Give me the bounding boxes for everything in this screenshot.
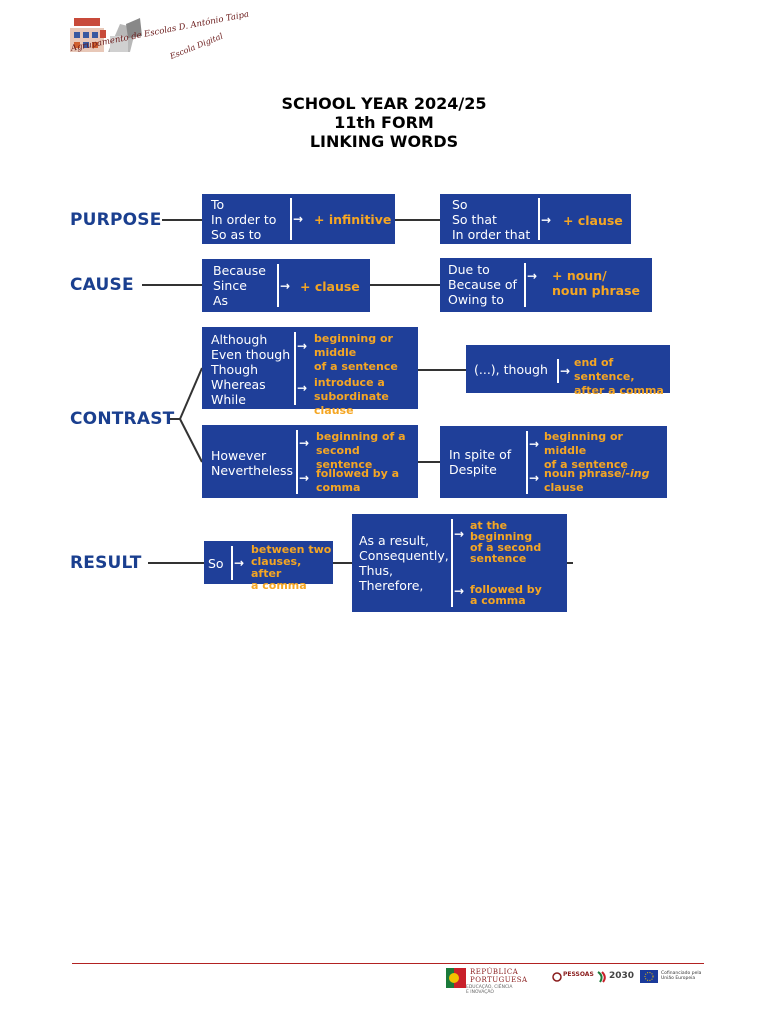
footer-divider (72, 963, 704, 964)
title-school-year: SCHOOL YEAR 2024/25 (281, 94, 487, 113)
republica-subtext: EDUCAÇÃO, CIÊNCIA E INOVAÇÃO (466, 985, 513, 995)
arrow-right-icon: → (541, 213, 552, 227)
arrow-right-icon: → (454, 527, 465, 541)
portugal-2030-text: 2030 (609, 971, 635, 981)
cause-clause-note: + clause (300, 279, 360, 294)
contrast-however-note-comma: followed by a comma (316, 467, 400, 494)
bracket-rule (526, 431, 528, 494)
arrow-right-icon: → (454, 584, 465, 598)
contrast-although-note-position: beginning or middle of a sentence (314, 332, 398, 373)
result-consequently-note-position: at the beginning of a second sentence (470, 519, 542, 565)
contrast-despite-words: In spite of Despite (449, 447, 512, 477)
cause-noun-note: + noun/ noun phrase (552, 268, 641, 298)
contrast-box-despite: In spite of Despite → beginning or middl… (440, 426, 667, 498)
category-cause: CAUSE (70, 275, 134, 295)
school-building-icon (70, 18, 142, 52)
title-form: 11th FORM (334, 113, 434, 132)
arrow-right-icon: → (560, 364, 571, 378)
note-clause: clause (544, 481, 584, 494)
contrast-despite-note-noun: noun phrase/-ing clause (544, 467, 650, 495)
contrast-box-though: (...), though → end of sentence, after a… (466, 345, 670, 397)
eu-flag-icon (640, 970, 658, 983)
republica-emblem-icon (446, 968, 466, 988)
arrow-right-icon: → (297, 381, 308, 395)
page-title: SCHOOL YEAR 2024/25 11th FORM LINKING WO… (0, 94, 768, 151)
bracket-rule (294, 332, 296, 405)
contrast-although-words: Although Even though Though Whereas Whil… (211, 332, 291, 407)
result-consequently-note-comma: followed by a comma (470, 583, 542, 607)
note-noun-phrase: noun phrase/ (544, 467, 626, 480)
cause-box-noun: Due to Because of Owing to → + noun/ nou… (440, 258, 652, 312)
contrast-although-note-subordinate: introduce a subordinate clause (314, 376, 389, 417)
note-ing: -ing (625, 467, 650, 480)
arrow-right-icon: → (297, 339, 308, 353)
contrast-however-words: However Nevertheless (211, 448, 293, 478)
category-purpose: PURPOSE (70, 210, 162, 230)
arrow-right-icon: → (234, 556, 245, 570)
arrow-right-icon: → (293, 212, 304, 226)
result-box-consequently: As a result, Consequently, Thus, Therefo… (352, 514, 567, 612)
purpose-clause-words: So So that In order that (452, 197, 531, 242)
cause-clause-words: Because Since As (213, 263, 266, 308)
contrast-box-however: However Nevertheless → beginning of a se… (202, 425, 418, 498)
purpose-box-clause: So So that In order that → + clause (440, 194, 631, 244)
cause-box-clause: Because Since As → + clause (202, 259, 370, 312)
portugal-2030-icon (597, 971, 606, 983)
school-logo (70, 14, 230, 74)
arrow-right-icon: → (280, 279, 291, 293)
arrow-right-icon: → (299, 436, 310, 450)
result-box-so: So → between two clauses, after a comma (204, 541, 333, 592)
bracket-rule (524, 263, 526, 307)
contrast-box-although: Although Even though Though Whereas Whil… (202, 327, 418, 417)
bracket-rule (296, 430, 298, 494)
title-topic: LINKING WORDS (309, 132, 459, 151)
bracket-rule (451, 519, 453, 607)
bracket-rule (557, 359, 559, 383)
bracket-rule (538, 198, 540, 240)
result-consequently-words: As a result, Consequently, Thus, Therefo… (359, 533, 449, 593)
arrow-right-icon: → (529, 437, 540, 451)
pessoas-text: PESSOAS (563, 971, 594, 978)
pessoas-icon (552, 972, 562, 982)
contrast-though-words: (...), though (474, 362, 548, 377)
republica-text: REPÚBLICA PORTUGUESA (470, 968, 528, 984)
arrow-right-icon: → (529, 471, 540, 485)
bracket-rule (277, 264, 279, 307)
contrast-however-note-position: beginning of a second sentence (316, 430, 406, 471)
contrast-despite-note-position: beginning or middle of a sentence (544, 430, 628, 471)
purpose-box-infinitive: To In order to So as to → + infinitive (202, 194, 395, 244)
bracket-rule (231, 546, 233, 580)
purpose-infinitive-words: To In order to So as to (211, 197, 277, 242)
purpose-clause-note: + clause (563, 213, 623, 228)
bracket-rule (290, 198, 292, 240)
eu-cofunded-text: Cofinanciado pela União Europeia (661, 971, 702, 981)
result-so-words: So (208, 556, 224, 571)
purpose-infinitive-note: + infinitive (314, 212, 392, 227)
cause-noun-words: Due to Because of Owing to (448, 262, 517, 307)
contrast-though-note: end of sentence, after a comma (574, 356, 664, 397)
category-result: RESULT (70, 553, 142, 573)
result-so-note: between two clauses, after a comma (251, 543, 332, 592)
arrow-right-icon: → (527, 269, 538, 283)
category-contrast: CONTRAST (70, 409, 175, 429)
arrow-right-icon: → (299, 471, 310, 485)
